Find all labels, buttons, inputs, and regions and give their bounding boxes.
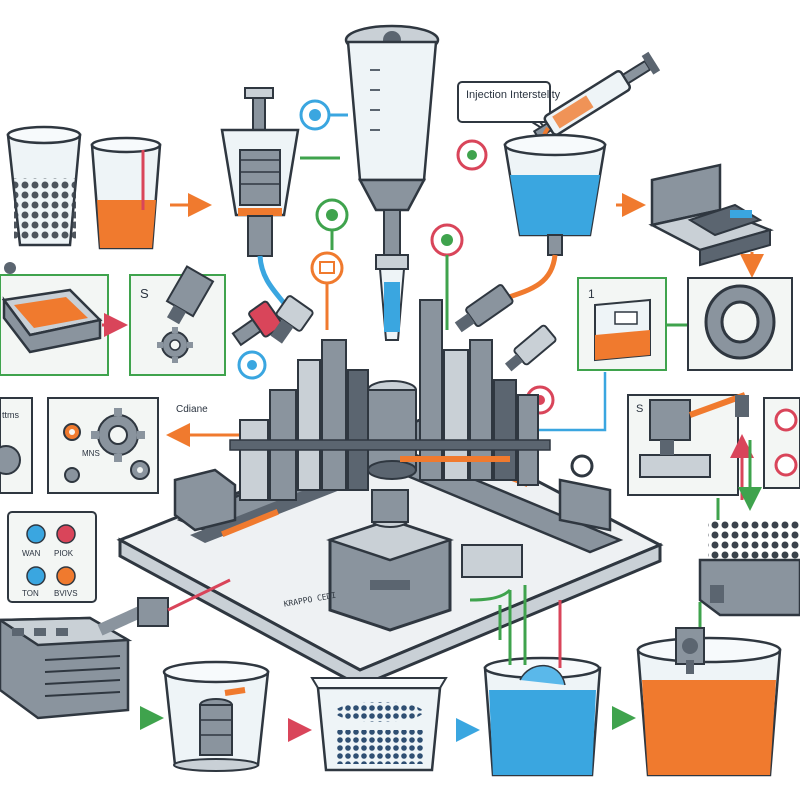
gear-icon [63, 423, 81, 441]
seal-ring-panel [687, 277, 793, 371]
orange-block-panel: 1 [577, 277, 667, 371]
gears-panel: ttms MNS [0, 397, 159, 494]
gear-icon [91, 408, 145, 462]
swatch-label-4: BVIVS [54, 589, 78, 598]
sensor-icon [299, 99, 348, 131]
pipe-coupling-icon [97, 578, 231, 636]
funnel-icon [344, 24, 440, 341]
syringe-icon [220, 87, 303, 331]
indicator-blue-icon [237, 350, 267, 380]
panel-side-label: ttms [2, 410, 19, 420]
blue-tank-icon [483, 585, 602, 777]
press-panel: S [627, 392, 749, 496]
nozzle-icon [231, 300, 284, 347]
swatch-label-2: PIOK [54, 549, 74, 558]
orange-tank-icon [636, 627, 782, 777]
gear-icon [64, 467, 80, 483]
swatch-label-1: WAN [22, 549, 41, 558]
gear-icon [157, 327, 193, 363]
nozzle-icon [270, 295, 314, 344]
pellet-bin-icon [698, 520, 800, 617]
blue-liquid-cup-icon [499, 133, 607, 303]
syringe-pour-icon [532, 51, 661, 166]
connector-line [469, 588, 512, 640]
swatch-label-3: TON [22, 589, 39, 598]
indicator-panel-right [763, 397, 800, 489]
panel-title: Cdiane [176, 404, 208, 415]
step-number: 1 [588, 287, 595, 301]
conveyor-block-icon [648, 163, 774, 267]
nozzle-icon [504, 324, 557, 372]
panel-small-label: MNS [82, 449, 100, 458]
indicator-green-icon [315, 198, 349, 250]
mold-tray-panel [0, 262, 109, 376]
indicator-orange-icon [310, 251, 344, 330]
step-number: S [140, 286, 149, 301]
nozzle-icon [454, 284, 514, 333]
pellet-cup-icon [6, 125, 82, 247]
step-number: S [636, 403, 643, 415]
orange-liquid-cup-icon [90, 136, 162, 250]
gear-icon [130, 460, 150, 480]
gear-nozzle-panel: S [129, 265, 226, 376]
injection-machine: KRAPPO CEDI [116, 299, 664, 688]
connector-line [698, 498, 720, 630]
indicator-red-icon [456, 139, 488, 171]
pellet-tray-icon [310, 677, 448, 772]
color-swatch-panel: WAN PIOK TON BVIVS [7, 511, 97, 603]
control-unit-icon [0, 616, 133, 720]
callout-line-1: Injection Interstelity [466, 89, 561, 101]
connector-line [520, 372, 607, 432]
glass-beaker-icon [162, 660, 270, 772]
virus-sensor-icon [430, 223, 464, 330]
